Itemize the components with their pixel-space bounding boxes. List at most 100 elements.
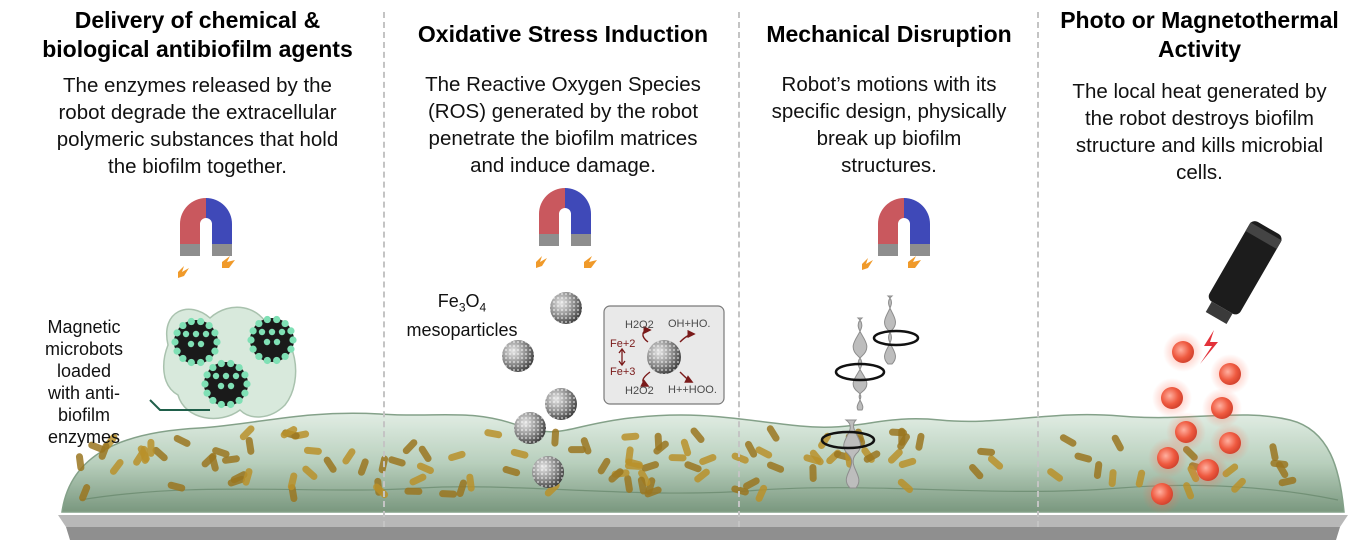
bacterium-icon [1111,434,1124,452]
bacterium-icon [731,485,749,496]
bacterium-icon [287,472,298,491]
desc-line: structure and kills microbial [1075,134,1324,157]
desc-line: The enzymes released by the [63,74,332,97]
fe3o4-mesoparticles [502,292,582,488]
mesoparticle-icon [550,292,582,324]
rotation-arrow-icons [820,329,920,450]
bacterium-icon [466,473,475,492]
bacterium-icon [766,461,785,473]
panel-title-delivery: Delivery of chemical & biological antibi… [20,6,375,64]
desc-line: specific design, physically [771,100,1007,123]
heat-particle-icon [1188,450,1228,490]
bacterium-icon [137,445,150,463]
mesoparticle-icon [502,340,534,372]
bacterium-icon [402,439,418,455]
bacterium-icon [245,436,255,455]
bacterium-icon [551,428,560,447]
bacterium-icon [915,432,925,451]
bacterium-icon [416,462,434,475]
bacterium-icon [699,454,717,466]
microbot-ball-icon [171,317,221,367]
bacterium-icon [439,490,458,498]
bacterium-icon [502,466,521,477]
inset-h2o2-bottom: H2O2 [625,385,654,397]
label-line: enzymes [47,427,121,447]
bacterium-icon [357,458,369,476]
panel-divider-3 [1037,12,1039,527]
title-line: Activity [1157,36,1242,62]
label-line: microbots loaded [44,339,124,381]
mesoparticles-label: Fe3O4 mesoparticles [392,290,532,341]
panel-desc-delivery: The enzymes released by the robot degrad… [20,72,375,180]
panel-title-mechanical: Mechanical Disruption [766,21,1012,47]
panel-desc-mechanical: Robot’s motions with its specific design… [744,71,1034,179]
bacterium-icon [897,478,914,494]
bacterium-icon [1047,468,1064,482]
panel-divider-2 [738,12,740,527]
desc-line: robot degrade the extracellular [58,101,337,124]
bacterium-icon [1183,482,1195,500]
microbot-capsules [149,306,297,420]
inset-fe3: Fe+3 [610,366,635,378]
bacterium-icon [744,440,758,458]
bacterium-icon [230,471,248,484]
desc-line: the biofilm together. [108,155,287,178]
bacterium-icon [694,468,710,483]
bacterium-icon [201,452,217,468]
bacterium-icon [803,454,821,465]
ros-reaction-inset: H2O2 OH+HO. Fe+2 Fe+3 H2O2 H++HOO. [603,305,725,405]
bacterium-icon [644,486,662,498]
bacterium-icon [898,457,917,469]
bacterium-icon [897,433,910,450]
desc-line: Robot’s motions with its [781,73,997,96]
bacterium-icon [766,425,780,442]
magnet-icon-panel2 [539,188,591,246]
panel-desc-thermal: The local heat generated by the robot de… [1042,78,1357,186]
bacterium-icon [969,464,984,480]
desc-line: and induce damage. [470,154,656,177]
heat-particle-icon [1163,332,1203,372]
bacterium-icon [173,434,191,447]
desc-line: cells. [1176,161,1223,184]
title-line: Photo or Magnetothermal [1060,7,1339,33]
bacterium-icon [404,487,423,495]
bacterium-icon [638,469,651,487]
bacterium-icon [567,446,586,454]
bacterium-icon [641,461,660,472]
desc-line: (ROS) generated by the robot [427,100,699,123]
microbot-ball-icon [247,315,297,365]
desc-line: structures. [841,154,937,177]
bacterium-icon [755,446,773,459]
bacterium-icon [409,473,427,486]
bacterium-icon [987,455,1004,470]
bacterium-icon [1074,452,1093,463]
heat-particle-icon [1202,388,1242,428]
bacterium-icon [484,429,503,439]
bacterium-icon [1275,461,1289,479]
bacterium-icon [388,456,406,467]
substrate [58,515,1348,540]
heat-particle-icon [1142,474,1182,514]
panel-title-thermal: Photo or Magnetothermal Activity [1042,6,1357,64]
bacterium-icon [690,427,705,443]
magnet-icon-panel1 [180,198,232,256]
bacterium-icon [887,448,903,464]
bacterium-icon [167,481,186,492]
bacterium-icon [88,441,106,453]
bacterium-icon [1108,469,1117,488]
mesoparticle-icon [545,388,577,420]
bacterium-icon [755,484,768,502]
bacterium-icon [818,432,832,450]
panel-thermal: Photo or Magnetothermal Activity The loc… [1042,6,1357,186]
bacterium-icon [653,440,669,455]
laser-pointer-icon [1205,221,1282,324]
bacterium-icon [1093,461,1103,480]
bacterium-icon [303,446,322,455]
desc-line: the robot destroys biofilm [1084,107,1315,130]
bacterium-icon [302,465,318,480]
desc-line: polymeric substances that hold [56,128,339,151]
title-line: biological antibiofilm agents [42,36,353,62]
bacterium-icon [977,447,996,456]
